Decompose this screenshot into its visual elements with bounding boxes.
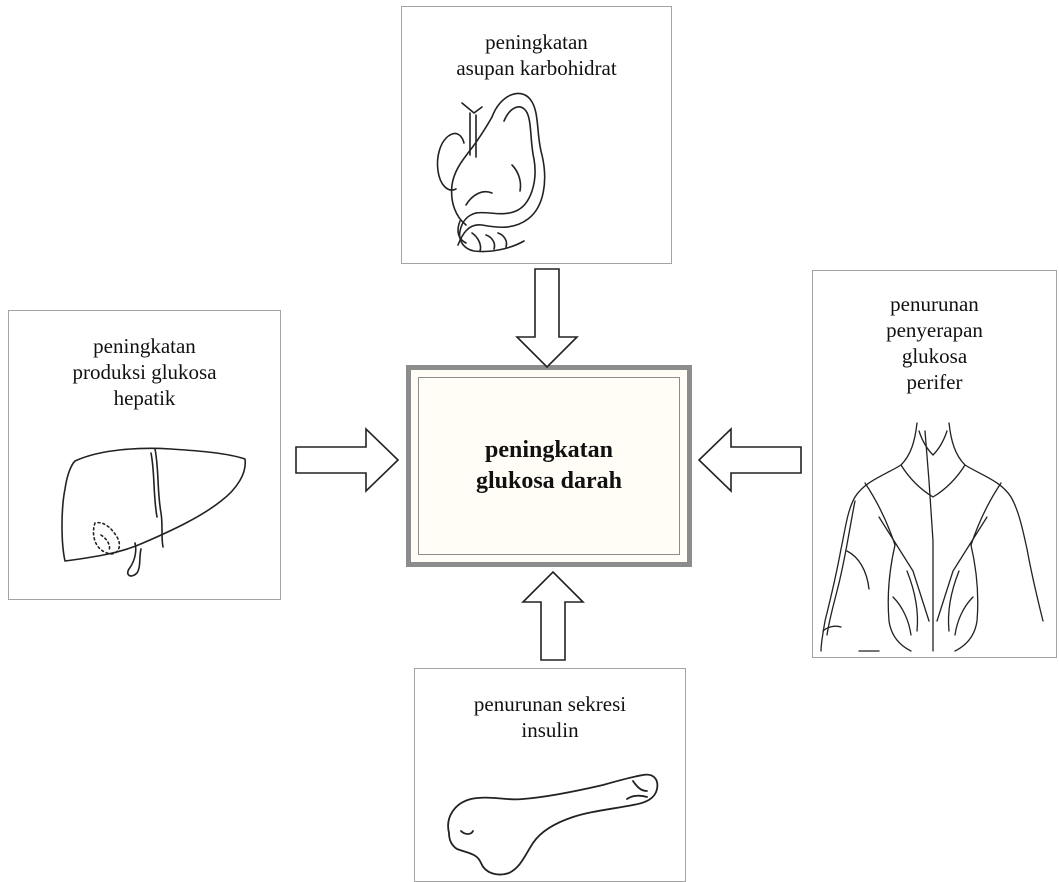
- node-carbohydrate-intake-label: peningkatan asupan karbohidrat: [402, 29, 671, 81]
- node-insulin-secretion-label: penurunan sekresi insulin: [415, 691, 685, 743]
- node-hepatic-glucose-production-label: peningkatan produksi glukosa hepatik: [9, 333, 280, 411]
- node-hepatic-glucose-production: peningkatan produksi glukosa hepatik: [8, 310, 281, 600]
- pancreas-icon: [437, 769, 667, 879]
- center-node-label: peningkatan glukosa darah: [411, 435, 687, 497]
- arrow-left-from-right: [697, 427, 803, 493]
- stomach-icon: [432, 85, 582, 255]
- node-peripheral-glucose-uptake: penurunan penyerapan glukosa perifer: [812, 270, 1057, 658]
- node-peripheral-glucose-uptake-label: penurunan penyerapan glukosa perifer: [813, 291, 1056, 395]
- back-muscles-icon: [819, 421, 1049, 653]
- arrow-down-from-top: [515, 267, 579, 369]
- arrow-right-from-left: [294, 427, 400, 493]
- node-insulin-secretion: penurunan sekresi insulin: [414, 668, 686, 882]
- liver-icon: [51, 439, 251, 579]
- arrow-up-from-bottom: [521, 570, 585, 662]
- center-node-blood-glucose: peningkatan glukosa darah: [406, 365, 692, 567]
- node-carbohydrate-intake: peningkatan asupan karbohidrat: [401, 6, 672, 264]
